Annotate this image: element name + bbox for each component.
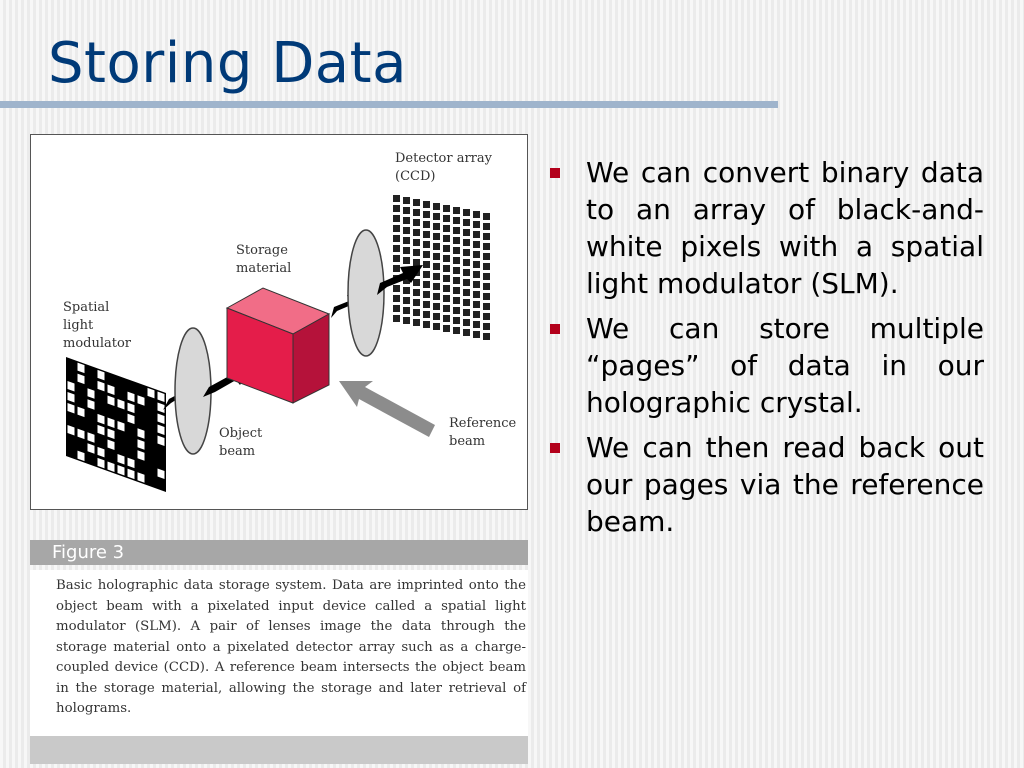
lens-left (174, 327, 212, 455)
label-storage-line2: material (236, 261, 291, 276)
label-slm-line2: light (63, 318, 94, 333)
label-object-line2: beam (219, 444, 255, 459)
slm-pixel-grid (66, 357, 166, 492)
bullet-item: We can store multiple “pages” of data in… (550, 310, 984, 421)
square-bullet-icon (550, 168, 560, 178)
square-bullet-icon (550, 324, 560, 334)
holography-diagram: Detector array (CCD) Storage material Sp… (63, 151, 517, 492)
title-underline (0, 101, 778, 108)
label-storage-line1: Storage (236, 243, 288, 258)
storage-crystal-front (226, 307, 294, 404)
bullet-item: We can then read back out our pages via … (550, 429, 984, 540)
label-detector-line2: (CCD) (395, 169, 435, 184)
bullet-list: We can convert binary data to an array o… (550, 154, 984, 548)
bullet-text: We can then read back out our pages via … (586, 431, 984, 538)
figure-caption-footer (30, 736, 528, 764)
bullet-text: We can convert binary data to an array o… (586, 156, 984, 300)
label-slm-line1: Spatial (63, 300, 109, 315)
figure-caption-text: Basic holographic data storage system. D… (30, 570, 528, 736)
slide-title: Storing Data (48, 31, 407, 96)
reference-beam-arrow (339, 381, 435, 437)
lens-right (347, 229, 385, 357)
square-bullet-icon (550, 443, 560, 453)
label-detector-line1: Detector array (395, 151, 493, 166)
label-slm-line3: modulator (63, 336, 132, 351)
label-reference-line2: beam (449, 434, 485, 449)
figure-caption-header: Figure 3 (30, 540, 528, 565)
label-object-line1: Object (219, 426, 263, 441)
label-reference-line1: Reference (449, 416, 517, 431)
bullet-item: We can convert binary data to an array o… (550, 154, 984, 302)
ccd-detector-grid (393, 195, 490, 340)
holography-figure: Detector array (CCD) Storage material Sp… (30, 134, 528, 510)
output-beam-arrow-to-ccd (377, 265, 423, 295)
bullet-text: We can store multiple “pages” of data in… (586, 312, 984, 419)
